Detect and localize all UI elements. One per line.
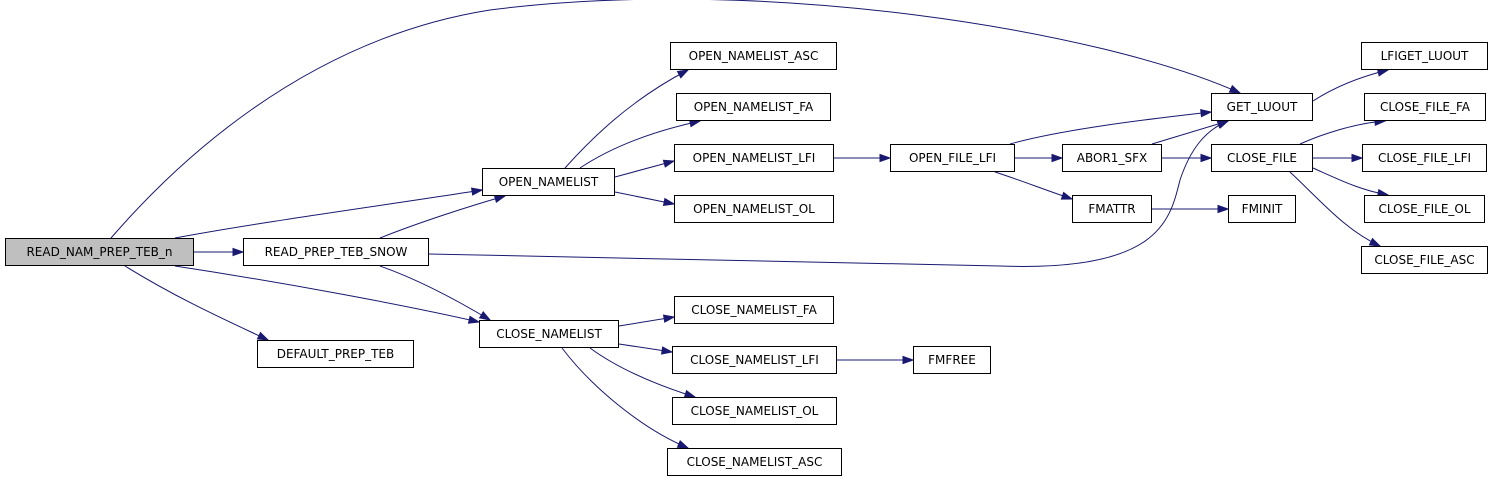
- node-close-namelist-fa[interactable]: CLOSE_NAMELIST_FA: [674, 296, 834, 324]
- edge-open-namelist-to-open-namelist-asc: [564, 69, 689, 169]
- node-close-file-asc[interactable]: CLOSE_FILE_ASC: [1361, 246, 1488, 274]
- node-fmfree[interactable]: FMFREE: [913, 346, 991, 374]
- node-read-prep-teb-snow[interactable]: READ_PREP_TEB_SNOW: [243, 238, 429, 266]
- arrowhead-icon: [676, 69, 690, 79]
- node-close-namelist[interactable]: CLOSE_NAMELIST: [479, 320, 619, 348]
- edge-close-namelist-to-close-namelist-ol: [589, 347, 696, 398]
- node-get-luout[interactable]: GET_LUOUT: [1211, 93, 1313, 121]
- node-close-namelist-asc[interactable]: CLOSE_NAMELIST_ASC: [667, 448, 842, 476]
- arrowhead-icon: [1060, 191, 1074, 200]
- edge-close-file-to-close-file-asc: [1289, 171, 1381, 247]
- node-close-namelist-ol[interactable]: CLOSE_NAMELIST_OL: [672, 397, 837, 425]
- edge-abor1-sfx-to-get-luout: [1151, 120, 1229, 145]
- edge-read-nam-prep-teb-n-to-default-prep-teb: [124, 265, 269, 341]
- node-open-namelist-asc[interactable]: OPEN_NAMELIST_ASC: [670, 42, 837, 70]
- edge-read-nam-prep-teb-n-to-open-namelist: [174, 189, 483, 239]
- node-close-namelist-lfi[interactable]: CLOSE_NAMELIST_LFI: [672, 346, 837, 374]
- edge-close-file-to-close-file-fa: [1299, 120, 1386, 145]
- edge-close-namelist-to-close-namelist-asc: [561, 347, 689, 449]
- node-close-file-lfi[interactable]: CLOSE_FILE_LFI: [1362, 144, 1487, 172]
- edge-read-nam-prep-teb-n-to-close-namelist: [174, 265, 480, 323]
- arrowhead-icon: [470, 187, 484, 196]
- edge-close-file-to-close-file-ol: [1312, 167, 1389, 196]
- arrowhead-icon: [1228, 84, 1242, 94]
- node-lfiget-luout[interactable]: LFIGET_LUOUT: [1361, 42, 1488, 70]
- node-open-namelist-ol[interactable]: OPEN_NAMELIST_OL: [674, 195, 834, 223]
- arrowhead-icon: [660, 346, 674, 355]
- node-open-namelist[interactable]: OPEN_NAMELIST: [482, 168, 615, 196]
- node-close-file[interactable]: CLOSE_FILE: [1211, 144, 1313, 172]
- arrowhead-icon: [467, 315, 481, 324]
- edge-read-prep-teb-snow-to-open-namelist: [379, 195, 506, 239]
- node-fmattr[interactable]: FMATTR: [1072, 195, 1152, 223]
- edge-open-file-lfi-to-fmattr: [994, 171, 1073, 200]
- edge-read-prep-teb-snow-to-close-namelist: [379, 265, 491, 321]
- node-open-namelist-lfi[interactable]: OPEN_NAMELIST_LFI: [674, 144, 834, 172]
- edge-read-nam-prep-teb-n-to-get-luout: [110, 0, 1241, 239]
- arrowhead-icon: [662, 197, 676, 207]
- arrowhead-icon: [478, 311, 492, 321]
- arrowhead-icon: [676, 440, 690, 449]
- node-close-file-fa[interactable]: CLOSE_FILE_FA: [1364, 93, 1486, 121]
- arrowhead-icon: [1217, 204, 1230, 214]
- arrowhead-icon: [1200, 109, 1213, 118]
- node-fminit[interactable]: FMINIT: [1228, 195, 1296, 223]
- arrowhead-icon: [1200, 153, 1213, 163]
- arrowhead-icon: [662, 314, 676, 323]
- node-open-file-lfi[interactable]: OPEN_FILE_LFI: [890, 144, 1015, 172]
- arrowhead-icon: [493, 194, 507, 203]
- arrowhead-icon: [879, 153, 892, 163]
- node-close-file-ol[interactable]: CLOSE_FILE_OL: [1364, 195, 1485, 223]
- edge-open-namelist-to-open-namelist-fa: [579, 120, 701, 169]
- arrowhead-icon: [1051, 153, 1064, 163]
- arrowhead-icon: [662, 159, 676, 168]
- node-read-nam-prep-teb-n[interactable]: READ_NAM_PREP_TEB_n: [5, 238, 194, 266]
- node-open-namelist-fa[interactable]: OPEN_NAMELIST_FA: [676, 93, 831, 121]
- arrowhead-icon: [1351, 153, 1364, 163]
- edge-open-file-lfi-to-get-luout: [1009, 111, 1212, 145]
- arrowhead-icon: [1368, 237, 1382, 247]
- arrowhead-icon: [256, 331, 270, 341]
- arrowhead-icon: [1376, 68, 1390, 77]
- arrowhead-icon: [232, 247, 245, 257]
- arrowhead-icon: [902, 355, 915, 365]
- node-default-prep-teb[interactable]: DEFAULT_PREP_TEB: [257, 340, 414, 368]
- node-abor1-sfx[interactable]: ABOR1_SFX: [1062, 144, 1162, 172]
